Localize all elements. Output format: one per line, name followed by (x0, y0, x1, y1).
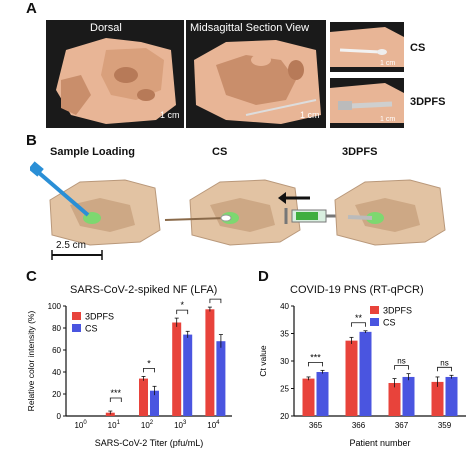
bar (302, 378, 315, 416)
bar (183, 334, 193, 416)
significance-bracket (394, 365, 409, 370)
bar (345, 340, 358, 416)
significance-bracket (209, 298, 222, 304)
x-tick-label: 100 (74, 420, 87, 430)
schematic-model-cs (164, 179, 301, 246)
significance-label: *** (310, 352, 321, 362)
photo-cs-insert: 1 cm (330, 22, 404, 72)
photo-midsagittal: Midsagittal Section View 1 cm (186, 20, 326, 128)
y-tick-label: 25 (280, 385, 289, 394)
bar (139, 378, 148, 416)
y-tick-label: 35 (280, 330, 289, 339)
chart-c-title: SARS-CoV-2-spiked NF (LFA) (70, 284, 218, 296)
y-tick-label: 40 (280, 302, 289, 311)
legend-label: CS (383, 318, 396, 328)
x-tick-label: 367 (395, 421, 409, 430)
y-axis-label: Ct value (258, 345, 268, 376)
significance-bracket (437, 366, 452, 372)
label-a-3dpfs: 3DPFS (410, 96, 446, 108)
bar (402, 376, 415, 416)
y-axis-label: Relative color intensity (%) (26, 311, 36, 412)
label-b-cs: CS (212, 146, 228, 158)
scale-bar-3: 1 cm (380, 60, 396, 67)
x-tick-label: 101 (108, 420, 121, 430)
label-sample-loading: Sample Loading (50, 146, 135, 158)
panel-b-letter: B (26, 132, 37, 149)
y-tick-label: 20 (280, 412, 289, 421)
y-tick-label: 40 (52, 368, 61, 377)
arrow-head-icon (278, 192, 286, 204)
legend-label: CS (85, 324, 98, 334)
y-tick-label: 60 (52, 346, 61, 355)
label-midsagittal: Midsagittal Section View (190, 22, 310, 34)
panel-c-letter: C (26, 268, 37, 285)
x-axis-label: Patient number (349, 438, 410, 448)
significance-bracket (351, 322, 366, 327)
x-tick-label: 359 (438, 421, 452, 430)
bar (205, 309, 215, 416)
photo-dorsal: Dorsal (46, 20, 184, 128)
schematic-illustrations (30, 161, 446, 260)
cs-insert-image (330, 27, 404, 67)
schematic-model-loading (30, 161, 161, 246)
scale-label-b: 2.5 cm (56, 240, 87, 251)
scale-bar-1: 1 cm (160, 110, 180, 120)
x-tick-label: 365 (309, 421, 323, 430)
significance-label: ns (397, 357, 405, 366)
x-tick-label: 104 (207, 420, 220, 430)
legend-swatch (370, 318, 379, 326)
label-b-3dpfs: 3DPFS (342, 146, 378, 158)
significance-bracket (143, 368, 155, 373)
y-tick-label: 30 (280, 357, 289, 366)
nasal-model-dorsal-image (56, 38, 176, 124)
x-tick-label: 102 (141, 420, 154, 430)
legend-label: 3DPFS (383, 306, 412, 316)
x-axis-label: SARS-CoV-2 Titer (pfu/mL) (95, 438, 204, 448)
bar (216, 341, 226, 416)
significance-label: ns (440, 358, 448, 367)
significance-bracket (109, 397, 122, 402)
photo-3dpfs-insert: 1 cm (330, 78, 404, 128)
y-tick-label: 80 (52, 324, 61, 333)
panel-d-letter: D (258, 268, 269, 285)
significance-label: ** (355, 313, 363, 323)
bar (359, 331, 372, 416)
nasal-model-midsagittal-image (194, 40, 321, 124)
legend-swatch (72, 312, 81, 320)
schematic-model-3dpfs (334, 179, 446, 246)
label-a-cs: CS (410, 42, 426, 54)
panel-a-letter: A (26, 0, 37, 17)
bar (445, 376, 458, 416)
x-tick-label: 366 (352, 421, 366, 430)
scale-bar-2: 1 cm (300, 110, 320, 120)
scale-bar-4: 1 cm (380, 116, 396, 123)
legend-swatch (72, 324, 81, 332)
bar (105, 412, 115, 416)
significance-label: * (147, 358, 151, 368)
bar (150, 390, 159, 416)
bar (316, 372, 329, 416)
y-tick-label: 0 (57, 412, 62, 421)
significance-bracket (308, 361, 323, 367)
significance-label: * (180, 300, 184, 310)
significance-label: *** (111, 388, 122, 398)
y-tick-label: 100 (48, 302, 62, 311)
y-tick-label: 20 (52, 390, 61, 399)
schematic-syringe (284, 208, 348, 224)
label-dorsal: Dorsal (90, 22, 122, 34)
bar (172, 322, 182, 416)
significance-bracket (176, 309, 189, 315)
legend-label: 3DPFS (85, 312, 114, 322)
bar (388, 383, 401, 416)
significance-label: ** (212, 298, 220, 299)
legend-swatch (370, 306, 379, 314)
bar (431, 381, 444, 416)
chart-d-title: COVID-19 PNS (RT-qPCR) (290, 284, 424, 296)
3dpfs-insert-image (330, 83, 404, 123)
x-tick-label: 103 (174, 420, 187, 430)
